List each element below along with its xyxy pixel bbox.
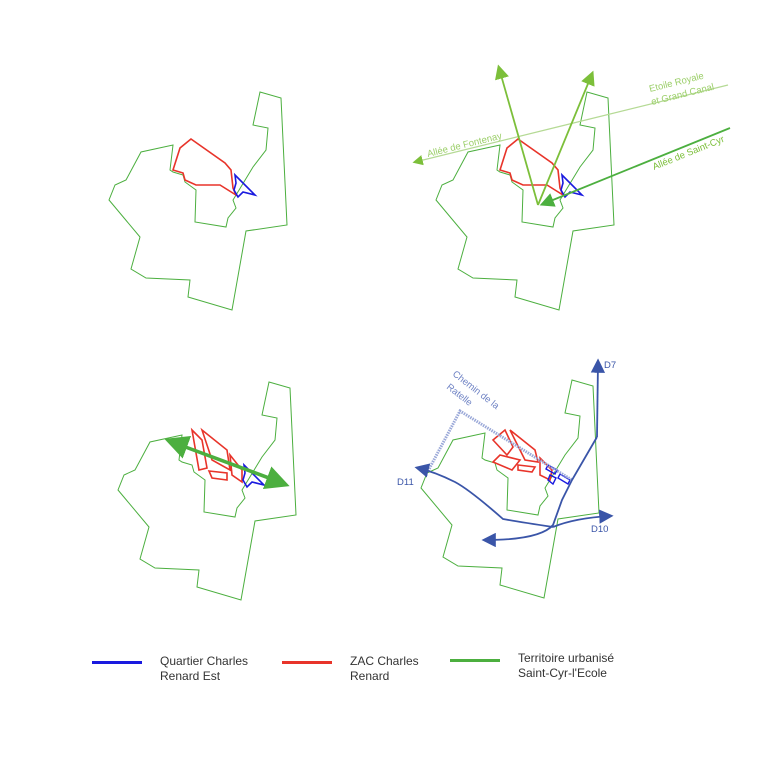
zac-blocks	[491, 428, 553, 482]
map-roads: D7 D10 D11 Chemin de la Ratelle	[397, 358, 616, 599]
north-arrow-1	[495, 64, 539, 206]
d11-road	[414, 463, 554, 528]
legend-text: Saint-Cyr-l'Ecole	[518, 666, 607, 680]
saint-cyr-axis	[539, 127, 731, 207]
legend-text: Renard	[350, 669, 390, 683]
zac-blocks	[190, 427, 243, 484]
legend-text: ZAC Charles	[350, 654, 419, 668]
map-situation	[108, 91, 288, 311]
chemin-de-la-ratelle	[426, 408, 573, 482]
legend-swatch-territoire	[450, 659, 500, 662]
orientation-arrow-west	[164, 435, 271, 480]
legend-text: Quartier Charles	[160, 654, 249, 668]
d7-south-road	[481, 436, 598, 548]
label-d7: D7	[604, 360, 616, 371]
d7-road	[590, 358, 606, 438]
north-arrow-2	[537, 70, 595, 206]
label-fontenay: Allée de Fontenay	[426, 131, 503, 160]
legend-swatch-zac	[282, 661, 332, 664]
label-saint-cyr: Allée de Saint-Cyr	[651, 134, 726, 173]
territoire-outline	[108, 91, 288, 311]
map-axes: Etoile Royale et Grand Canal Allée de Fo…	[412, 64, 731, 311]
label-d10: D10	[591, 524, 608, 535]
legend-swatch-quartier	[92, 661, 142, 664]
label-d11: D11	[397, 477, 414, 488]
map-orientation	[117, 381, 297, 601]
zac-outline	[172, 138, 237, 196]
legend-text: Territoire urbanisé	[518, 651, 615, 665]
legend-text: Renard Est	[160, 669, 221, 683]
d10-road	[552, 509, 614, 528]
